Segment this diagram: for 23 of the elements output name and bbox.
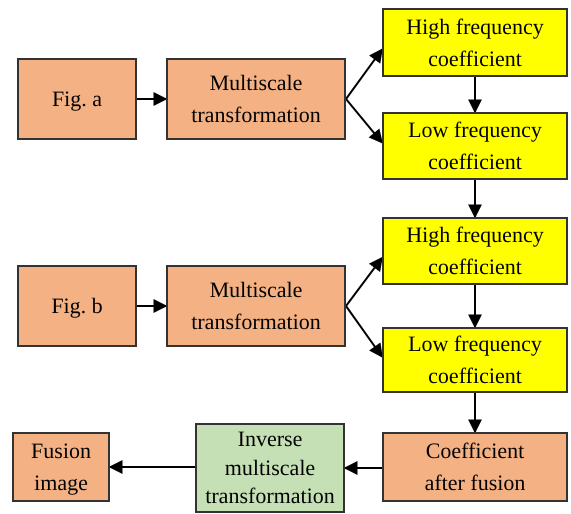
input-box: Fusion image — [12, 432, 110, 502]
coefficient-box: High frequency coefficient — [382, 8, 568, 77]
arrow — [345, 305, 383, 358]
arrow — [468, 285, 482, 328]
arrow — [137, 299, 168, 313]
arrow — [345, 48, 383, 100]
process-box: Multiscale transformation — [166, 265, 346, 347]
process-box: Inverse multiscale transformation — [195, 423, 345, 513]
arrow — [345, 98, 383, 144]
arrow — [345, 256, 383, 307]
arrow — [468, 180, 482, 218]
input-box: Fig. b — [17, 265, 137, 347]
arrow — [468, 393, 482, 434]
arrow — [108, 460, 195, 474]
process-box: Multiscale transformation — [166, 58, 346, 140]
coefficient-box: Low frequency coefficient — [382, 327, 568, 393]
coefficient-box: Low frequency coefficient — [382, 112, 568, 180]
input-box: Fig. a — [17, 58, 137, 140]
process-box: Coefficient after fusion — [382, 432, 568, 502]
arrow — [137, 92, 168, 106]
arrow — [468, 77, 482, 114]
arrow — [344, 461, 382, 475]
coefficient-box: High frequency coefficient — [382, 217, 568, 285]
